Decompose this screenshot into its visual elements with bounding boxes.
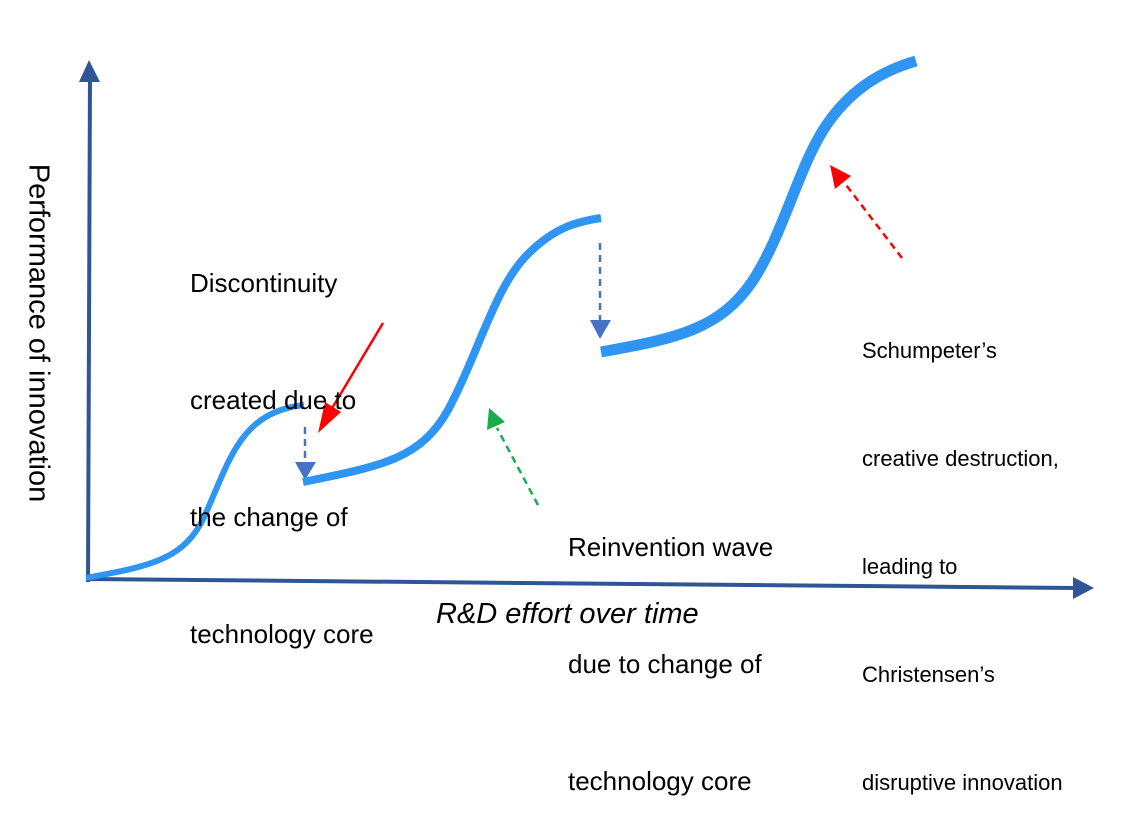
schumpeter-arrow	[830, 165, 903, 259]
annotation-line: creative destruction,	[862, 446, 1059, 471]
x-axis	[85, 577, 1094, 599]
annotation-line: Reinvention wave	[568, 532, 774, 562]
down-arrowhead-icon	[590, 320, 611, 339]
schumpeter-annotation: Schumpeter’s creative destruction, leadi…	[862, 261, 1063, 837]
x-axis-label: R&D effort over time	[436, 598, 699, 630]
annotation-line: created due to	[190, 385, 357, 415]
annotation-line: leading to	[862, 554, 958, 579]
y-axis	[79, 60, 100, 583]
annotation-line: the change of	[190, 502, 348, 532]
x-axis-arrowhead-icon	[1073, 577, 1094, 599]
red-arrowhead-icon	[318, 402, 341, 433]
drop-arrow-2	[590, 243, 611, 339]
annotation-line: technology core	[568, 766, 752, 796]
innovation-s-curve-diagram	[79, 55, 1094, 599]
s-curve-1	[85, 402, 305, 581]
annotation-line: Schumpeter’s	[862, 338, 997, 363]
annotation-line: Discontinuity	[190, 268, 338, 298]
y-axis-label-text: Performance of innovation	[22, 163, 55, 503]
y-axis-label: Performance of innovation	[8, 138, 68, 528]
y-axis-arrowhead-icon	[79, 60, 100, 82]
reinvention-annotation: Reinvention wave due to change of techno…	[568, 450, 773, 840]
red-arrowhead-icon	[830, 165, 851, 189]
discontinuity-arrow	[318, 322, 385, 433]
s-curve-2	[302, 214, 602, 486]
drop-arrow-1	[295, 427, 316, 480]
discontinuity-annotation: Discontinuity created due to the change …	[190, 186, 374, 693]
annotation-line: due to change of	[568, 649, 762, 679]
annotation-line: technology core	[190, 619, 374, 649]
annotation-line: disruptive innovation	[862, 770, 1063, 795]
down-arrowhead-icon	[295, 462, 316, 480]
s-curve-3	[600, 55, 918, 358]
annotation-line: Christensen’s	[862, 662, 995, 687]
green-arrowhead-icon	[487, 408, 505, 430]
reinvention-arrow	[487, 408, 540, 506]
